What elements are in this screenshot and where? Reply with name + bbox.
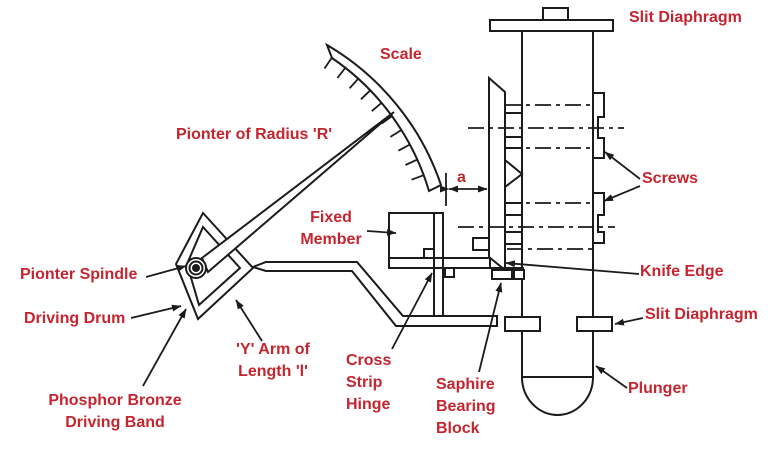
y-arm	[249, 261, 498, 327]
label-saphire-bearing-block: Saphire Bearing Block	[436, 376, 496, 437]
plunger-tube	[521, 31, 594, 416]
label-fixed-member: Fixed Member	[300, 209, 362, 248]
label-screws: Screws	[642, 170, 699, 187]
label-phosphor-bronze: Phosphor Bronze Driving Band	[48, 392, 182, 431]
slit-diaphragm-tabs	[504, 316, 613, 332]
knife-edge-piece	[472, 75, 524, 273]
label-dimension-a: a	[457, 169, 466, 186]
label-driving-drum: Driving Drum	[24, 310, 126, 327]
screw-blocks	[593, 92, 605, 244]
label-knife-edge: Knife Edge	[640, 263, 724, 280]
leader-arrows	[130, 151, 644, 389]
scale-arc	[323, 42, 443, 193]
top-slit-diaphragm-cap	[489, 7, 614, 32]
label-scale: Scale	[380, 46, 422, 63]
sapphire-bearing-blocks	[491, 269, 525, 280]
driving-drum-spindle	[185, 257, 207, 279]
cross-strip-hinge-strip	[433, 213, 444, 317]
label-cross-strip-hinge: Cross Strip Hinge	[346, 352, 392, 413]
dimension-a	[440, 173, 488, 206]
label-slit-diaphragm-right: Slit Diaphragm	[645, 306, 758, 323]
label-pointer-of-radius: Pionter of Radius 'R'	[176, 126, 333, 143]
label-plunger: Plunger	[628, 380, 688, 397]
center-lines	[458, 104, 624, 250]
label-y-arm: 'Y' Arm of Length 'l'	[236, 341, 310, 380]
label-slit-diaphragm-top: Slit Diaphragm	[629, 9, 742, 26]
label-pionter-spindle: Pionter Spindle	[20, 266, 138, 283]
